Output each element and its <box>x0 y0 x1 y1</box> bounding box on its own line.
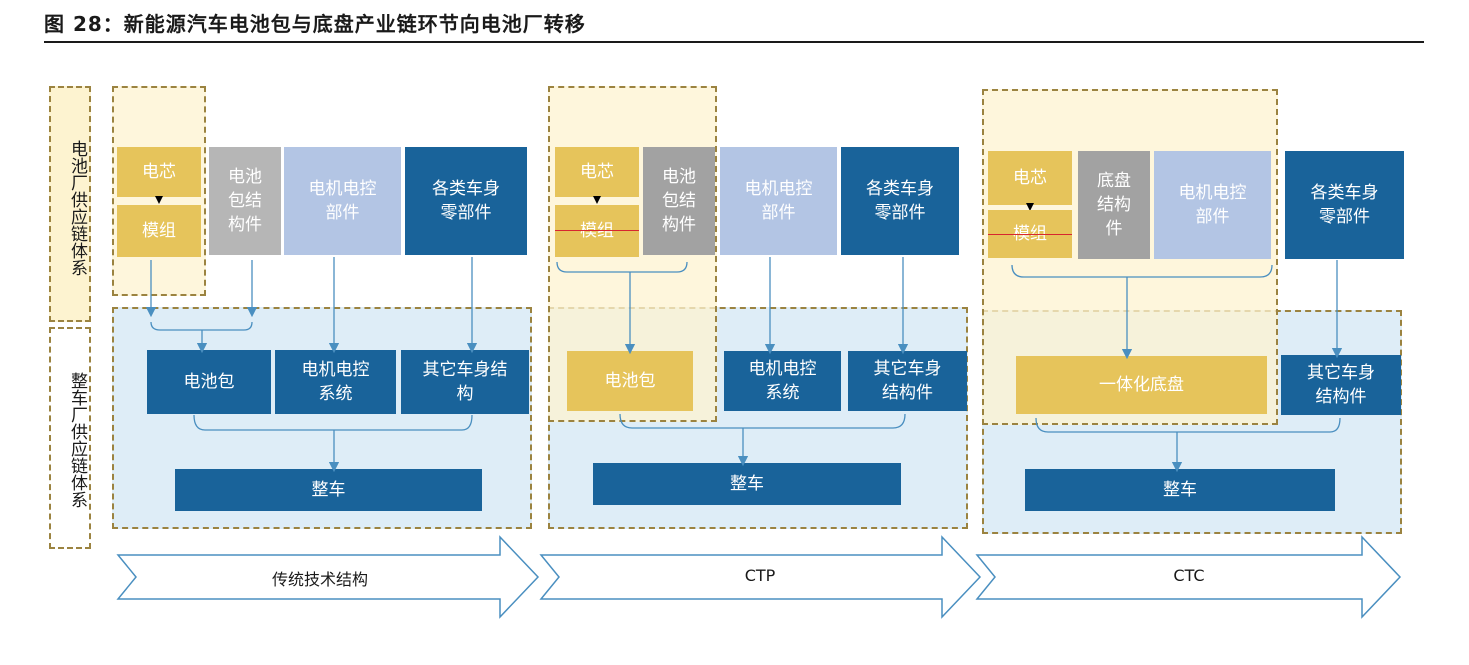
ctc-process-arrow <box>975 535 1402 619</box>
traditional-cell-to-module-arrow <box>155 196 163 204</box>
ctp-vehicle-box: 整车 <box>593 463 901 505</box>
ctp-cell-to-module-arrow <box>593 196 601 204</box>
ctc-module-strike <box>988 234 1072 235</box>
ctp-motor-parts-box: 电机电控 部件 <box>720 147 837 255</box>
traditional-motor-system-box: 电机电控 系统 <box>275 350 396 414</box>
ctp-arrow-label: CTP <box>744 566 776 585</box>
ctp-module-box: 模组 <box>555 205 639 257</box>
ctc-motor-parts-box: 电机电控 部件 <box>1154 151 1271 259</box>
ctc-cell-box: 电芯 <box>988 151 1072 205</box>
traditional-battery-pack-box: 电池包 <box>147 350 271 414</box>
traditional-body-structure-box: 其它车身结 构 <box>401 350 529 414</box>
ctc-cell-to-module-arrow <box>1026 203 1034 211</box>
ctp-process-arrow <box>539 535 982 619</box>
ctc-arrow-label: CTC <box>1173 566 1205 585</box>
traditional-body-parts-box: 各类车身 零部件 <box>405 147 527 255</box>
oem-supply-chain-label: 整车厂供应链体系 <box>49 327 91 549</box>
battery-supply-chain-label: 电池厂供应链体系 <box>49 86 91 322</box>
ctp-body-structure-box: 其它车身 结构件 <box>848 351 967 411</box>
ctc-chassis-structure-box: 底盘 结构 件 <box>1078 151 1150 259</box>
traditional-pack-structure-box: 电池 包结 构件 <box>209 147 281 255</box>
traditional-cell-box: 电芯 <box>117 147 201 197</box>
ctp-cell-box: 电芯 <box>555 147 639 197</box>
figure-title: 图 28：新能源汽车电池包与底盘产业链环节向电池厂转移 <box>44 12 586 36</box>
traditional-arrow-label: 传统技术结构 <box>271 570 368 589</box>
ctc-vehicle-box: 整车 <box>1025 469 1335 511</box>
ctp-body-parts-box: 各类车身 零部件 <box>841 147 959 255</box>
ctc-integrated-chassis-box: 一体化底盘 <box>1016 356 1267 414</box>
ctp-module-strike <box>555 230 639 231</box>
traditional-module-box: 模组 <box>117 205 201 257</box>
traditional-vehicle-box: 整车 <box>175 469 482 511</box>
ctp-pack-structure-box: 电池 包结 构件 <box>643 147 715 255</box>
process-arrows <box>116 535 1402 619</box>
traditional-process-arrow <box>116 535 540 619</box>
traditional-motor-parts-box: 电机电控 部件 <box>284 147 401 255</box>
ctp-motor-system-box: 电机电控 系统 <box>724 351 841 411</box>
title-rule <box>44 41 1424 43</box>
ctp-battery-pack-box: 电池包 <box>567 351 693 411</box>
ctc-body-parts-box: 各类车身 零部件 <box>1285 151 1404 259</box>
ctc-body-structure-box: 其它车身 结构件 <box>1281 355 1401 415</box>
